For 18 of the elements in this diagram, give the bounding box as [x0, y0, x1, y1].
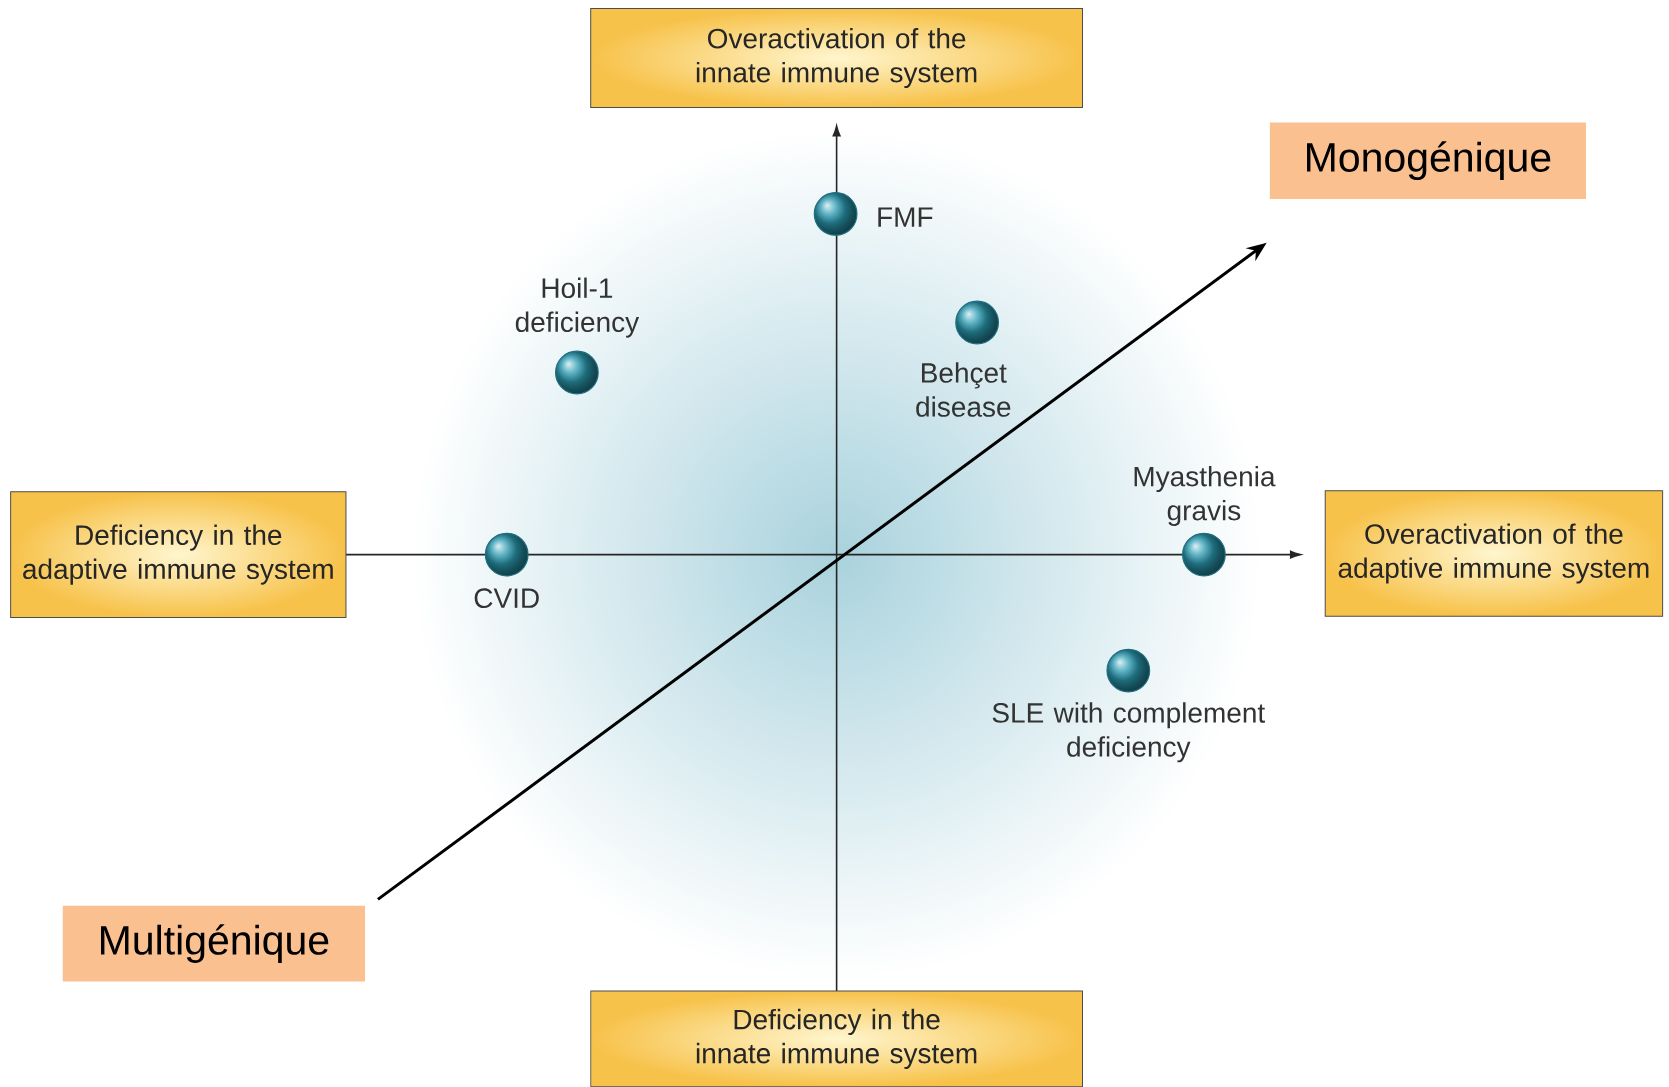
point-label: Myasthenia gravis — [1134, 465, 1276, 527]
category-box: Overactivation of the innate immune system — [590, 8, 1083, 108]
data-point — [484, 532, 529, 577]
category-box: Overactivation of the adaptive immune system — [1324, 490, 1664, 617]
data-point — [1106, 648, 1151, 693]
data-point — [555, 350, 599, 395]
point-label: FMF — [878, 207, 933, 227]
point-label: SLE with complement deficiency — [992, 702, 1265, 763]
data-point — [1182, 532, 1226, 577]
point-label: Hoil-1 deficiency — [515, 277, 640, 338]
category-box: Deficiency in the adaptive immune system — [10, 491, 347, 618]
point-label: Behçet disease — [916, 362, 1011, 417]
data-point — [955, 300, 999, 345]
label-box: Monogénique — [1269, 122, 1586, 199]
point-label: CVID — [474, 588, 539, 609]
data-point — [813, 192, 858, 236]
label-box: Multigénique — [62, 905, 366, 982]
category-box: Deficiency in the innate immune system — [590, 990, 1083, 1087]
